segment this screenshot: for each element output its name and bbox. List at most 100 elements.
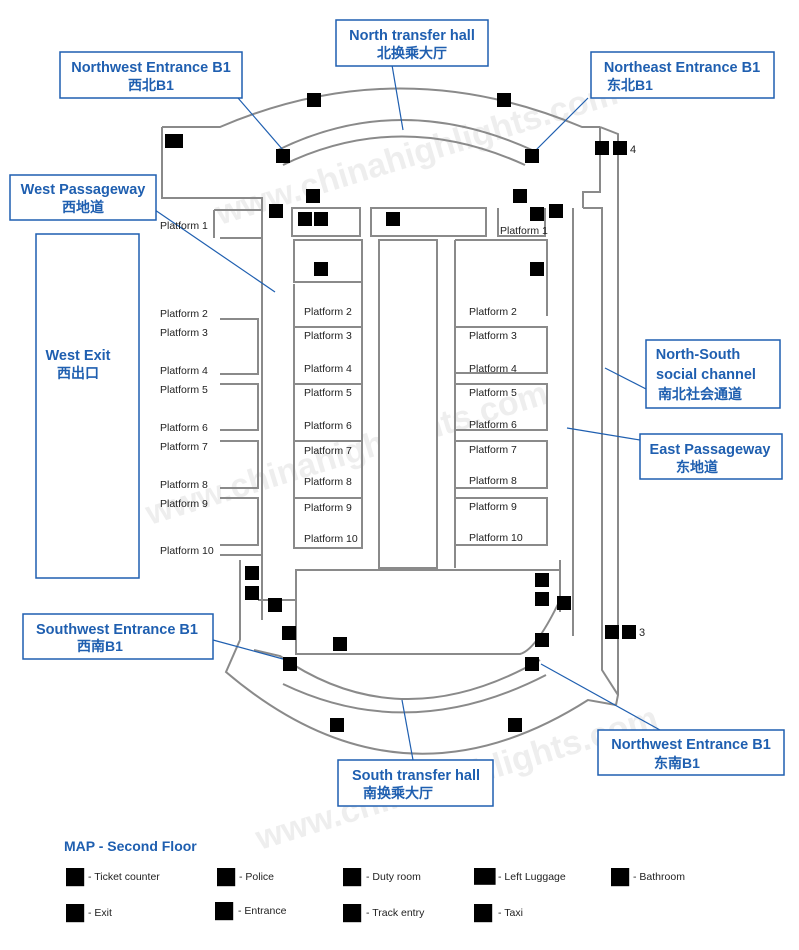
legend-title: MAP - Second Floor bbox=[64, 838, 197, 854]
police-icon bbox=[535, 573, 549, 587]
platform-label: Platform 10 bbox=[304, 533, 358, 545]
exit-icon bbox=[549, 204, 563, 218]
track-number-lower: 3 bbox=[639, 627, 645, 639]
label-northwest-entrance: Northwest Entrance B1 西北B1 bbox=[59, 51, 243, 99]
southwest-entrance-en: Southwest Entrance B1 bbox=[36, 622, 198, 638]
label-east-passageway: East Passageway 东地道 bbox=[639, 433, 783, 480]
north-transfer-cn: 北换乘大厅 bbox=[377, 45, 447, 61]
platform-label: Platform 2 bbox=[469, 306, 517, 318]
east-passageway-cn: 东地道 bbox=[676, 459, 718, 475]
taxi-icon bbox=[508, 718, 522, 732]
platform-labels-left: Platform 1 Platform 2 Platform 3 Platfor… bbox=[160, 220, 214, 557]
northwest-entrance-cn: 西北B1 bbox=[128, 77, 174, 93]
legend-label: - Police bbox=[239, 871, 274, 883]
exit-icon bbox=[269, 204, 283, 218]
legend-label: - Track entry bbox=[366, 907, 425, 919]
north-south-en1: North-South bbox=[656, 347, 741, 363]
ticket-counter-icon bbox=[386, 212, 400, 226]
platform-label: Platform 3 bbox=[160, 327, 208, 339]
phone-icon bbox=[306, 189, 320, 203]
north-transfer-en: North transfer hall bbox=[349, 28, 475, 44]
ticket-counter-icon bbox=[333, 637, 347, 651]
track-entry-icon bbox=[613, 141, 627, 155]
leader-lines bbox=[154, 64, 661, 761]
duty-room-icon bbox=[314, 212, 328, 226]
platform-label: Platform 8 bbox=[160, 479, 208, 491]
north-south-en2: social channel bbox=[656, 367, 756, 383]
platform-label: Platform 10 bbox=[469, 532, 523, 544]
police-icon bbox=[217, 868, 236, 887]
phone-icon bbox=[282, 626, 296, 640]
platform-labels-center: Platform 2 Platform 3 Platform 4 Platfor… bbox=[304, 306, 358, 545]
left-luggage-icon bbox=[473, 867, 496, 885]
label-north-transfer: North transfer hall 北换乘大厅 bbox=[335, 19, 489, 67]
track-number-upper: 4 bbox=[630, 144, 636, 156]
platform-label: Platform 9 bbox=[304, 502, 352, 514]
legend-label: - Ticket counter bbox=[88, 871, 160, 883]
bathroom-icon bbox=[314, 262, 328, 276]
label-west-exit: West Exit 西出口 bbox=[45, 348, 110, 381]
legend-label: - Taxi bbox=[498, 907, 523, 919]
entrance-icon bbox=[525, 657, 539, 671]
northeast-entrance-en: Northeast Entrance B1 bbox=[604, 60, 760, 76]
platform-label: Platform 4 bbox=[304, 363, 352, 375]
west-exit-cn: 西出口 bbox=[57, 365, 99, 381]
platform-label: Platform 7 bbox=[160, 441, 208, 453]
northwest-entrance-en: Northwest Entrance B1 bbox=[71, 60, 231, 76]
platform-label: Platform 1 bbox=[500, 225, 548, 237]
platform-label: Platform 5 bbox=[304, 387, 352, 399]
police-icon bbox=[298, 212, 312, 226]
ticket-counter-icon bbox=[66, 868, 85, 887]
platform-label: Platform 8 bbox=[469, 475, 517, 487]
platform-label: Platform 1 bbox=[160, 220, 208, 232]
entrance-icon bbox=[276, 149, 290, 163]
phone-icon bbox=[535, 633, 549, 647]
platform-label: Platform 2 bbox=[304, 306, 352, 318]
taxi-icon bbox=[474, 904, 493, 923]
duty-room-icon bbox=[530, 207, 544, 221]
platform-label: Platform 5 bbox=[469, 387, 517, 399]
legend-label: - Duty room bbox=[366, 871, 421, 883]
label-west-passageway: West Passageway 西地道 bbox=[9, 174, 157, 221]
south-transfer-cn: 南换乘大厅 bbox=[363, 785, 433, 801]
police-icon bbox=[245, 566, 259, 580]
entrance-icon bbox=[214, 902, 234, 921]
legend-label: - Exit bbox=[88, 907, 112, 919]
west-exit-area bbox=[35, 233, 140, 579]
entrance-icon bbox=[595, 141, 609, 155]
right-platform-dividers bbox=[455, 326, 548, 546]
west-exit-en: West Exit bbox=[45, 348, 110, 364]
west-passageway-en: West Passageway bbox=[21, 182, 146, 198]
left-platform-dividers bbox=[213, 209, 262, 556]
platform-label: Platform 6 bbox=[304, 420, 352, 432]
platform-label: Platform 9 bbox=[160, 498, 208, 510]
platform-label: Platform 3 bbox=[469, 330, 517, 342]
platform-label: Platform 8 bbox=[304, 476, 352, 488]
platform-label: Platform 4 bbox=[160, 365, 208, 377]
track-entry-icon bbox=[622, 625, 636, 639]
taxi-icon bbox=[497, 93, 511, 107]
label-south-transfer: South transfer hall 南换乘大厅 bbox=[337, 759, 494, 807]
entrance-icon bbox=[525, 149, 539, 163]
bathroom-icon bbox=[611, 868, 630, 887]
duty-room-icon bbox=[535, 592, 549, 606]
southeast-entrance-cn: 东南B1 bbox=[654, 755, 700, 771]
center-platform-dividers bbox=[294, 326, 362, 499]
platform-label: Platform 6 bbox=[469, 419, 517, 431]
label-southeast-entrance: Northwest Entrance B1 东南B1 bbox=[597, 729, 785, 776]
northeast-entrance-cn: 东北B1 bbox=[607, 77, 653, 93]
duty-room-icon bbox=[343, 868, 362, 887]
platform-label: Platform 2 bbox=[160, 308, 208, 320]
taxi-icon bbox=[330, 718, 344, 732]
taxi-icon bbox=[307, 93, 321, 107]
platform-label: Platform 9 bbox=[469, 501, 517, 513]
legend-label: - Left Luggage bbox=[498, 871, 566, 883]
left-luggage-icon bbox=[165, 134, 183, 148]
exit-icon bbox=[557, 596, 571, 610]
duty-room-icon bbox=[245, 586, 259, 600]
legend-label: - Entrance bbox=[238, 905, 287, 917]
platform-label: Platform 10 bbox=[160, 545, 214, 557]
south-transfer-en: South transfer hall bbox=[352, 768, 480, 784]
platform-label: Platform 7 bbox=[469, 444, 517, 456]
southeast-entrance-en: Northwest Entrance B1 bbox=[611, 737, 771, 753]
